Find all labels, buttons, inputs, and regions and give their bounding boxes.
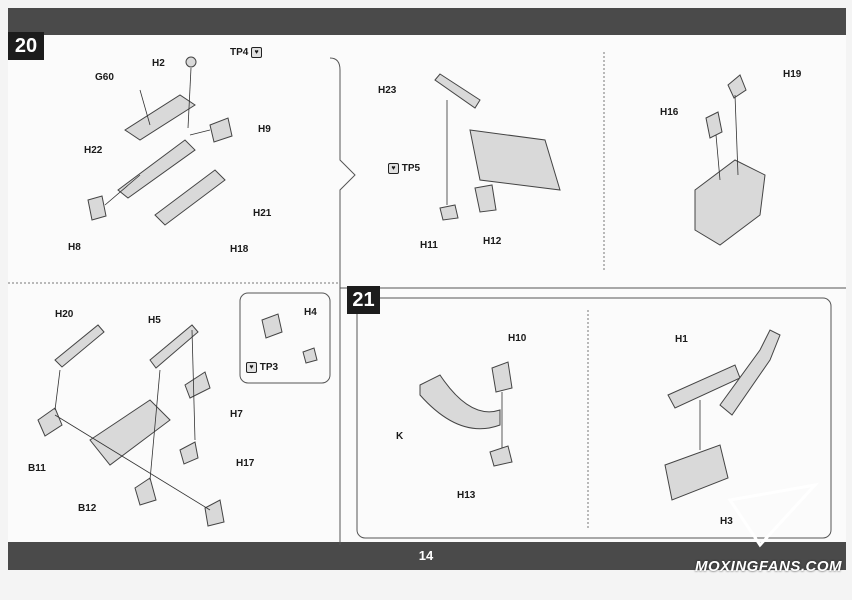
footer-band <box>8 542 846 570</box>
part-b12 <box>134 477 157 506</box>
label-tp4: TP4 ♥ <box>230 47 263 58</box>
label-h1: H1 <box>675 334 688 345</box>
leader-line <box>187 67 192 129</box>
label-h8: H8 <box>68 242 81 253</box>
label-h12: H12 <box>483 236 502 247</box>
label-h10: H10 <box>508 333 527 344</box>
label-h21: H21 <box>253 208 272 219</box>
part-tp4 <box>185 56 197 68</box>
glue-icon: ♥ <box>246 362 257 373</box>
part-h8 <box>87 195 107 221</box>
label-h9: H9 <box>258 124 271 135</box>
step-number-20: 20 <box>8 32 44 60</box>
step21-frame <box>356 297 832 539</box>
watermark-logo-icon <box>727 482 820 548</box>
leader-line <box>734 94 739 176</box>
part-h20 <box>54 324 105 368</box>
label-k: K <box>396 431 404 442</box>
part-assembly <box>694 159 766 246</box>
label-h7: H7 <box>230 409 243 420</box>
label-h16: H16 <box>660 107 679 118</box>
label-h13: H13 <box>457 490 476 501</box>
glue-icon: ♥ <box>251 47 263 58</box>
leader-line <box>715 134 721 181</box>
part-b11 <box>37 407 63 437</box>
part-bottom <box>204 499 225 527</box>
label-h19: H19 <box>783 69 802 80</box>
label-h2: H2 <box>152 58 165 69</box>
part-breech <box>469 129 561 191</box>
part-h11 <box>439 204 459 221</box>
part-h10 <box>491 361 513 393</box>
leader-line <box>191 329 196 441</box>
part-h17 <box>179 441 199 465</box>
part-h16 <box>705 111 723 139</box>
part-belt <box>719 329 781 416</box>
glue-icon: ♥ <box>388 163 399 174</box>
part-receiver <box>89 399 171 466</box>
step-number-21: 21 <box>347 286 380 314</box>
page-number: 14 <box>418 548 434 563</box>
part-h21 <box>154 169 226 226</box>
label-h17: H17 <box>236 458 255 469</box>
leader-line <box>54 369 61 411</box>
label-g60: G60 <box>95 72 114 83</box>
panel-border <box>329 57 356 545</box>
part-h22 <box>117 139 196 199</box>
part-k <box>419 374 501 430</box>
part-h9 <box>209 117 233 143</box>
part-h19 <box>727 74 747 99</box>
watermark-text: MOXINGFANS.COM <box>695 558 843 575</box>
label-h22: H22 <box>84 145 103 156</box>
leader-line <box>54 414 211 511</box>
label-h5: H5 <box>148 315 161 326</box>
part-h2 <box>124 94 196 141</box>
label-h20: H20 <box>55 309 74 320</box>
label-h4: H4 <box>304 307 317 318</box>
part-h5 <box>149 324 199 369</box>
label-tp5: ♥ TP5 <box>388 163 420 174</box>
header-band <box>8 8 846 35</box>
leader-line <box>139 89 151 126</box>
inset-frame <box>239 292 331 384</box>
part-h4 <box>261 313 283 339</box>
part-h12 <box>474 184 497 213</box>
part-h23 <box>434 73 481 109</box>
part-tp3 <box>302 347 318 364</box>
label-h23: H23 <box>378 85 397 96</box>
label-h11: H11 <box>420 240 438 251</box>
leader-line <box>104 174 141 206</box>
label-b11: B11 <box>28 463 46 474</box>
part-h13 <box>489 445 513 467</box>
part-h7 <box>184 371 211 399</box>
part-h3 <box>664 444 729 501</box>
label-tp3: ♥ TP3 <box>246 362 278 373</box>
leader-line <box>149 369 161 481</box>
label-h18: H18 <box>230 244 249 255</box>
label-h3: H3 <box>720 516 733 527</box>
label-b12: B12 <box>78 503 97 514</box>
leader-line <box>189 129 211 136</box>
